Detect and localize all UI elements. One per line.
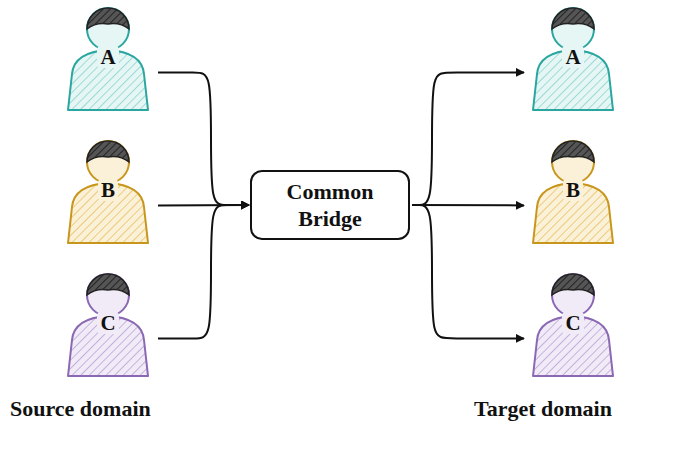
person-hair (87, 274, 129, 295)
flow-arrow (158, 205, 249, 338)
person-hair (87, 141, 129, 162)
person-hair (552, 141, 594, 162)
person-hair (87, 8, 129, 29)
person-icon: B (525, 135, 621, 245)
person-letter: C (562, 312, 583, 334)
person-letter: B (563, 179, 583, 201)
person-icon: A (525, 2, 621, 112)
flow-arrow (412, 72, 524, 205)
person-letter: A (97, 46, 118, 68)
person-head (87, 274, 129, 316)
person-head (552, 274, 594, 316)
person-head (87, 8, 129, 50)
flow-arrow (412, 204, 524, 206)
flow-arrow (158, 72, 249, 205)
person-icon: C (525, 268, 621, 378)
person-letter: C (97, 312, 118, 334)
bridge-title: Common Bridge (262, 178, 398, 232)
person-letter: B (98, 179, 118, 201)
person-head (552, 141, 594, 183)
person-icon: B (60, 135, 156, 245)
person-hair (552, 274, 594, 295)
domain-label: Source domain (10, 396, 151, 422)
bridge-box: Common Bridge (250, 170, 410, 240)
person-head (552, 8, 594, 50)
person-hair (552, 8, 594, 29)
person-icon: A (60, 2, 156, 112)
domain-label: Target domain (474, 396, 612, 422)
flow-arrow (412, 205, 524, 338)
person-head (87, 141, 129, 183)
person-icon: C (60, 268, 156, 378)
person-letter: A (562, 46, 583, 68)
